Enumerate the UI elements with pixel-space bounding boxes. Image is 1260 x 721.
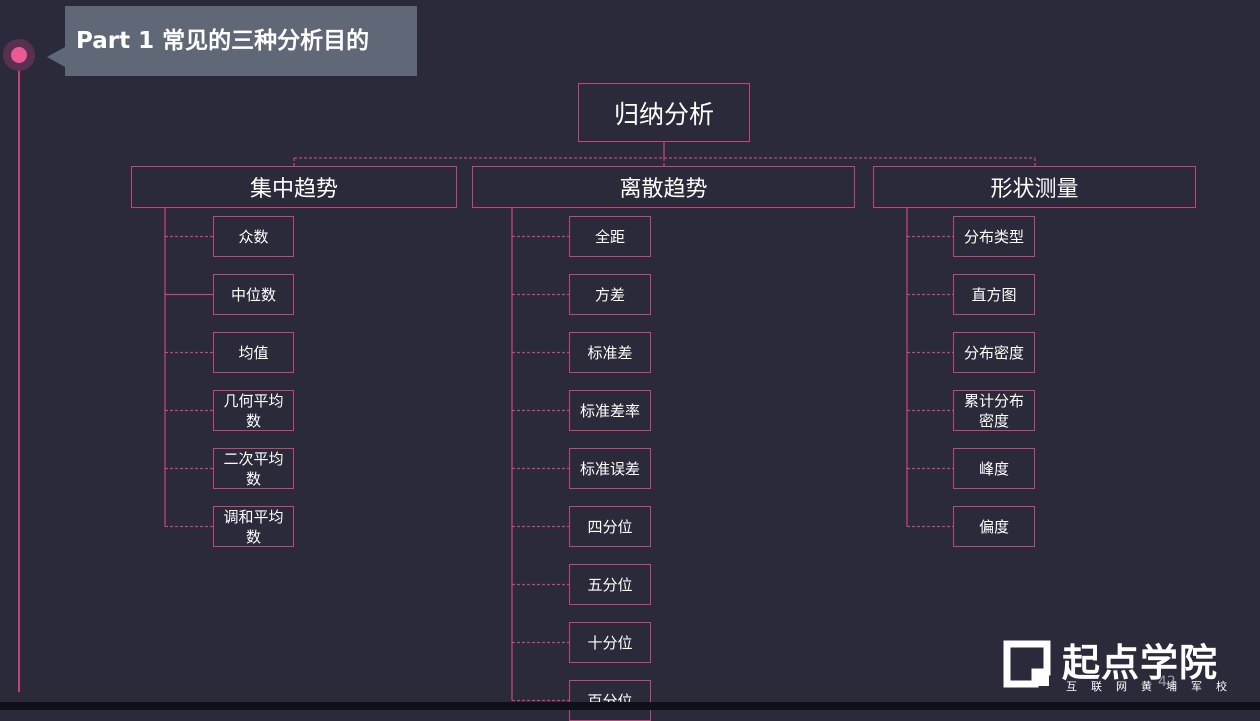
logo-subtitle: 互联网黄埔军校 bbox=[1066, 680, 1241, 693]
category-node-central-tendency: 集中趋势 bbox=[131, 166, 457, 208]
item-node: 累计分布密度 bbox=[953, 390, 1035, 431]
item-node: 四分位 bbox=[569, 506, 651, 547]
page-number: 42 bbox=[1158, 674, 1176, 690]
root-node: 归纳分析 bbox=[578, 83, 750, 142]
item-node: 标准差 bbox=[569, 332, 651, 373]
item-node: 几何平均数 bbox=[213, 390, 294, 431]
item-node: 直方图 bbox=[953, 274, 1035, 315]
category-node-shape: 形状测量 bbox=[873, 166, 1196, 208]
item-node: 二次平均数 bbox=[213, 448, 294, 489]
item-node: 标准误差 bbox=[569, 448, 651, 489]
item-node: 方差 bbox=[569, 274, 651, 315]
part-title-banner: Part 1 常见的三种分析目的 bbox=[65, 6, 417, 76]
item-node: 标准差率 bbox=[569, 390, 651, 431]
timeline-line bbox=[18, 70, 20, 692]
item-node: 五分位 bbox=[569, 564, 651, 605]
item-node: 分布类型 bbox=[953, 216, 1035, 257]
item-node: 全距 bbox=[569, 216, 651, 257]
item-node: 峰度 bbox=[953, 448, 1035, 489]
item-node: 偏度 bbox=[953, 506, 1035, 547]
item-node: 众数 bbox=[213, 216, 294, 257]
item-node: 百分位 bbox=[569, 680, 651, 721]
item-node: 分布密度 bbox=[953, 332, 1035, 373]
timeline-dot bbox=[11, 47, 27, 63]
item-node: 调和平均数 bbox=[213, 506, 294, 547]
banner-pointer bbox=[47, 47, 65, 67]
bottom-bar bbox=[0, 702, 1260, 710]
item-node: 均值 bbox=[213, 332, 294, 373]
item-node: 中位数 bbox=[213, 274, 294, 315]
category-node-dispersion: 离散趋势 bbox=[472, 166, 855, 208]
item-node: 十分位 bbox=[569, 622, 651, 663]
logo-icon bbox=[1003, 640, 1051, 688]
logo-title: 起点学院 bbox=[1062, 641, 1219, 685]
